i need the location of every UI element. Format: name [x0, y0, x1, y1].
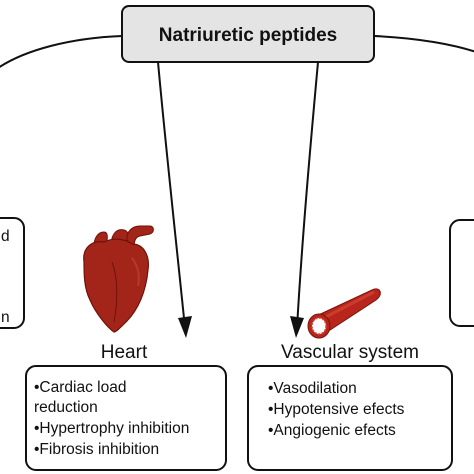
heart-effects-box — [25, 365, 227, 471]
arrow-to-heart-head — [178, 316, 192, 338]
natriuretic-peptides-box — [121, 5, 375, 63]
arrow-to-vascular-head — [290, 316, 304, 338]
heart-icon — [83, 225, 154, 333]
blood-vessel-icon — [307, 288, 381, 339]
left-partial-line-2: n — [1, 309, 10, 326]
vascular-effect-line: •Vasodilation — [268, 380, 357, 397]
vascular-effect-line: •Angiogenic efects — [268, 422, 396, 439]
left-partial-box — [0, 217, 25, 329]
arrow-to-vascular — [296, 61, 319, 329]
heart-effect-line: reduction — [34, 399, 98, 416]
connector-right-curve — [373, 35, 474, 53]
heart-effect-line: •Fibrosis inhibition — [34, 441, 159, 458]
vascular-effects-box — [247, 365, 453, 471]
heart-section-title: Heart — [101, 342, 148, 363]
heart-effect-line: •Hypertrophy inhibition — [34, 420, 189, 437]
vascular-effect-line: •Hypotensive efects — [268, 401, 405, 418]
vascular-section-title: Vascular system — [281, 342, 419, 363]
connector-left-curve — [0, 35, 123, 68]
heart-effect-line: •Cardiac load — [34, 379, 126, 396]
left-partial-line-1: d — [1, 228, 10, 245]
natriuretic-peptides-label: Natriuretic peptides — [159, 25, 337, 46]
arrow-to-heart — [157, 61, 186, 329]
right-partial-box — [449, 219, 474, 327]
